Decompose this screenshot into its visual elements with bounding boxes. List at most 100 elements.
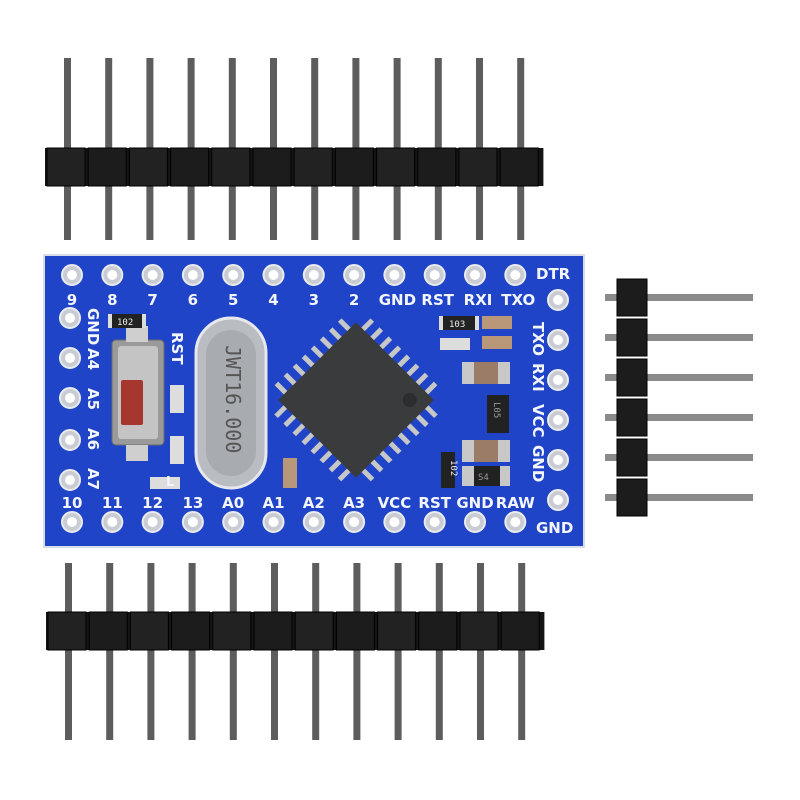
hole-center	[389, 517, 400, 527]
header-block	[418, 611, 458, 651]
header-block	[376, 147, 416, 187]
header-block	[128, 147, 168, 187]
hole-center	[67, 517, 77, 527]
hole-center	[470, 270, 480, 280]
chip-pin	[388, 440, 402, 455]
header-block	[129, 611, 169, 651]
chip-pin	[360, 467, 375, 482]
header-block	[46, 147, 86, 187]
hole-center	[510, 517, 521, 527]
chip-pin	[414, 372, 429, 387]
chip-pin	[406, 422, 420, 437]
hole-center	[553, 495, 563, 505]
header-block	[335, 611, 375, 651]
header-block	[253, 611, 293, 651]
resistor-code: 102	[117, 318, 133, 328]
header-block	[459, 611, 499, 651]
header-pin	[518, 563, 526, 740]
header-block	[499, 147, 539, 187]
hole-center	[308, 517, 319, 527]
chip-pin	[328, 458, 343, 473]
pin-label: VCC	[378, 494, 412, 512]
header-pin	[605, 454, 753, 461]
pin-label: GND	[529, 445, 547, 482]
header-block	[616, 278, 648, 317]
crystal-oscillator: JWT16.000	[194, 316, 268, 490]
chip-pin	[396, 354, 411, 368]
top-pin-header	[45, 58, 544, 240]
solder-holes	[59, 264, 569, 533]
label-led: L	[166, 475, 174, 490]
header-block	[252, 147, 292, 187]
header-block	[334, 147, 374, 187]
pin-label: 13	[182, 494, 203, 512]
chip-pin	[310, 345, 325, 359]
pin-label: 2	[349, 291, 359, 309]
header-block	[616, 358, 648, 397]
chip-pin	[292, 363, 307, 378]
chip-pin	[283, 413, 297, 428]
header-pin	[188, 563, 196, 740]
chip-pin	[424, 404, 438, 419]
header-block	[171, 611, 211, 651]
chip-pin	[360, 318, 375, 332]
pin-label: RST	[421, 291, 454, 309]
chip-pin	[274, 381, 289, 396]
hole-center	[429, 270, 440, 280]
header-pin	[65, 563, 72, 740]
pin-label: RAW	[496, 494, 535, 512]
chip-pin	[405, 363, 420, 378]
chip-pin	[378, 336, 393, 350]
hole-center	[147, 270, 158, 280]
hole-center	[553, 455, 563, 465]
pin-label: GND	[456, 494, 493, 512]
header-block	[500, 611, 540, 651]
right-angle-pin-header	[605, 278, 753, 517]
hole-center	[268, 270, 279, 280]
header-block	[377, 611, 417, 651]
label-gnd-corner: GND	[536, 519, 573, 537]
header-block	[212, 611, 252, 651]
hole-center	[147, 517, 158, 527]
header-pin	[435, 563, 443, 740]
hole-center	[228, 270, 239, 280]
pin-label: A2	[303, 494, 325, 512]
chip-pin	[328, 327, 343, 341]
diode-marking: S4	[478, 473, 489, 483]
hole-center	[228, 517, 239, 527]
chip-pin	[369, 458, 384, 473]
hole-center	[65, 435, 75, 445]
chip-pin	[423, 381, 438, 396]
pin-label: 5	[228, 291, 238, 309]
pin-label: 9	[67, 291, 77, 309]
header-pin	[605, 414, 753, 421]
chip-pin	[319, 336, 334, 350]
hole-center	[187, 517, 198, 527]
pin-label: VCC	[529, 404, 547, 438]
chip-pin	[397, 431, 411, 446]
header-pin	[353, 563, 361, 740]
reset-button	[111, 326, 165, 461]
pin-label: 8	[107, 291, 117, 309]
header-pin	[312, 563, 320, 740]
header-block	[294, 611, 334, 651]
hole-center	[470, 517, 480, 527]
chip-pin	[301, 354, 316, 368]
pcb-board: JWT16.000 102 103 L05 S4 102	[43, 254, 585, 548]
header-block	[417, 147, 457, 187]
pin-label: RXI	[529, 363, 547, 392]
chip-pin	[337, 467, 352, 482]
hole-center	[349, 270, 360, 280]
chip-pin	[387, 345, 402, 359]
header-block	[211, 147, 251, 187]
pin-label: A5	[84, 388, 102, 410]
header-pin	[605, 294, 753, 301]
chip-pin	[301, 431, 315, 446]
hole-center	[553, 415, 563, 425]
hole-center	[107, 270, 118, 280]
header-block	[88, 611, 128, 651]
chip-pin	[319, 449, 334, 464]
pin-label: 7	[147, 291, 157, 309]
